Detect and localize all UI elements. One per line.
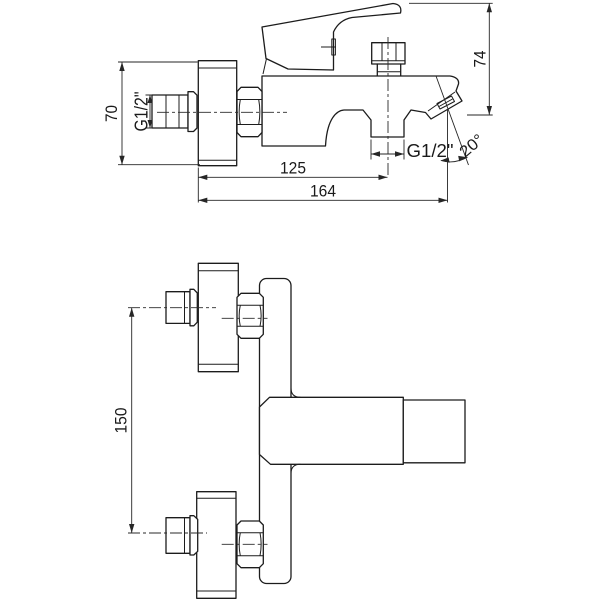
dim-inlet-thread-label: G1/2" (132, 92, 152, 132)
spout-end-cap (402, 399, 466, 464)
wall-connector-bottom-front (165, 515, 199, 556)
wall-plate-side (197, 60, 238, 167)
wall-connector-side (151, 91, 198, 133)
dimension-70: 70 (102, 61, 200, 166)
shower-outlet-neck (376, 63, 402, 77)
hex-nut-top-front (236, 292, 264, 339)
wall-plate-top-front (197, 262, 239, 373)
spout-body-front (258, 396, 404, 465)
dim-125-label: 125 (280, 159, 306, 178)
dimension-74: 74 (409, 2, 493, 116)
dimension-150: 150 (112, 307, 135, 533)
side-view: 70 G1/2" 74 125 164 (102, 2, 493, 203)
dim-70-label: 70 (102, 105, 121, 122)
connector-flange (187, 91, 198, 133)
lever-setscrew-nub (331, 38, 336, 56)
lever-skirt-line (262, 58, 267, 75)
dim-164-label: 164 (310, 182, 336, 201)
wall-plate-bottom-front (196, 491, 237, 599)
dimension-outlet-thread: G1/2" (370, 139, 454, 161)
lever-handle (261, 2, 402, 71)
front-view: 150 (112, 262, 466, 599)
dim-outlet-thread-label: G1/2" (407, 141, 454, 161)
shower-outlet-connector (371, 42, 406, 77)
dimension-164: 164 (198, 109, 448, 203)
dim-150-label: 150 (112, 408, 131, 434)
dim-74-label: 74 (471, 51, 490, 68)
faucet-body (261, 75, 463, 147)
dimension-125: 125 (197, 159, 388, 203)
slab-body-fillet-top (290, 387, 301, 398)
slab-body-fillet-bottom (290, 463, 301, 474)
dimension-inlet-thread: G1/2" (132, 92, 153, 132)
